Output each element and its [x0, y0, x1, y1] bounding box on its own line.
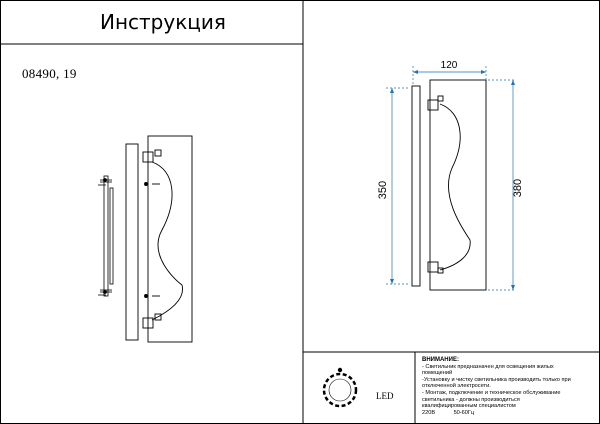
notes-line: квалифицированным специалистом — [422, 403, 516, 410]
voltage-value: 220В — [422, 409, 436, 416]
height-label: 350 — [377, 181, 389, 199]
notes-line: отключенной электросети. — [422, 383, 491, 390]
width-label: 120 — [441, 60, 458, 71]
notes-line: -Установку и чистку светильника производ… — [422, 376, 571, 383]
warning-notes: ВНИМАНИЕ: - Светильник предназначен для … — [422, 357, 598, 416]
dimension-arrows — [390, 70, 515, 290]
notes-line: светильника - должны производиться — [422, 396, 520, 403]
front-view-drawing — [125, 135, 193, 343]
notes-header: ВНИМАНИЕ: — [422, 357, 459, 363]
notes-line: помещений — [422, 370, 453, 377]
side-profile-drawing — [98, 175, 114, 297]
led-ring-icon — [322, 367, 358, 408]
model-code: 08490, 19 — [22, 66, 77, 81]
notes-line: - Светильник предназначен для освещения … — [422, 363, 554, 370]
page-title: Инструкция — [100, 10, 226, 34]
notes-power: 220В 50-60Гц — [422, 410, 598, 417]
dimension-drawing — [411, 79, 487, 291]
notes-line: - Монтаж, подключение и техническое обсл… — [422, 389, 561, 396]
led-label: LED — [376, 391, 394, 401]
frequency-value: 50-60Гц — [453, 409, 475, 416]
dimension-lines — [386, 66, 516, 291]
length-label: 380 — [512, 179, 524, 197]
